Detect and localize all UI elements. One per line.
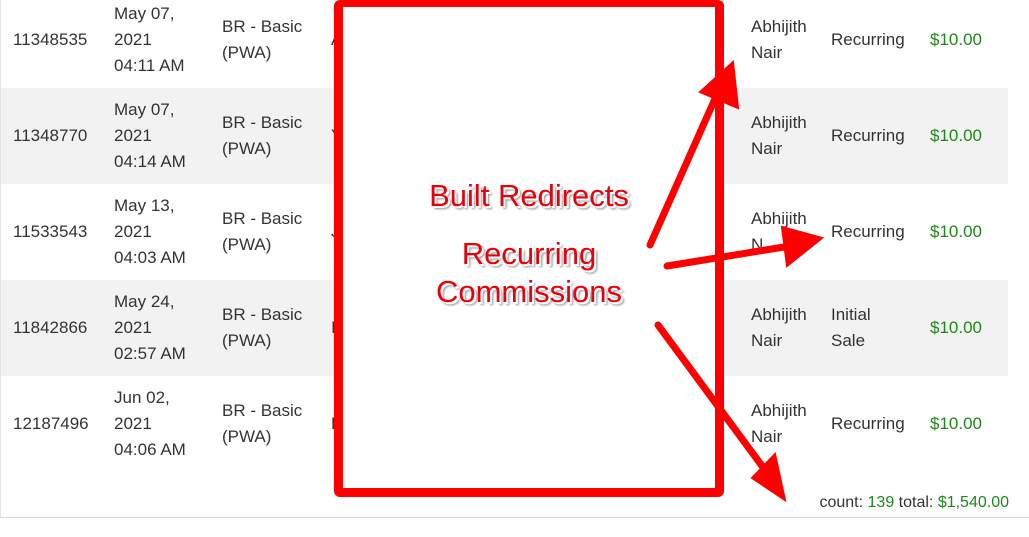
commission-type-line: Sale <box>831 331 866 350</box>
commission-type-line: Recurring <box>831 126 905 145</box>
summary-totals: count: 139 total: $1,540.00 <box>819 494 1009 512</box>
order-date-line: 02:57 AM <box>114 344 186 363</box>
commission-type: Recurring <box>831 123 905 149</box>
order-date-line: 2021 <box>114 414 152 433</box>
product-name-line: (PWA) <box>222 235 272 254</box>
product-name-line: BR - Basic <box>222 113 303 132</box>
count-label: count: <box>819 494 864 511</box>
order-id: 11348535 <box>13 30 88 49</box>
commission-amount: $10.00 <box>930 222 982 241</box>
product-name-line: (PWA) <box>222 427 272 446</box>
order-date-line: May 13, <box>114 196 175 215</box>
callout-subtitle-line2: Commissions <box>435 274 623 309</box>
affiliate-name-line: Nair <box>751 331 783 350</box>
order-date-line: May 24, <box>114 292 175 311</box>
affiliate-name-line: Abhijith <box>751 17 807 36</box>
commission-type-line: Recurring <box>831 414 905 433</box>
annotation-callout-box: Built Redirects Recurring Commissions <box>334 0 724 497</box>
commission-type: Recurring <box>831 219 905 245</box>
affiliate-name-line: Abhijith <box>751 113 807 132</box>
order-date: May 13, 2021 04:03 AM <box>114 193 186 271</box>
order-date: May 07, 2021 04:11 AM <box>114 1 185 79</box>
callout-subtitle-line1: Recurring <box>461 236 597 271</box>
commission-amount: $10.00 <box>930 30 982 49</box>
affiliate-name-line: Nair <box>751 43 783 62</box>
product-name-line: (PWA) <box>222 139 272 158</box>
order-date: Jun 02, 2021 04:06 AM <box>114 385 186 463</box>
product-name-line: BR - Basic <box>222 17 303 36</box>
product-name: BR - Basic (PWA) <box>222 302 302 354</box>
callout-subtitle: Recurring Commissions <box>343 235 715 311</box>
order-date-line: May 07, <box>114 4 175 23</box>
commission-type: Recurring <box>831 27 905 53</box>
total-value: $1,540.00 <box>937 494 1009 511</box>
product-name-line: BR - Basic <box>222 209 303 228</box>
customer-name: I <box>331 315 336 341</box>
commission-type-line: Initial <box>831 305 871 324</box>
commission-type: Recurring <box>831 411 905 437</box>
order-id: 12187496 <box>13 414 89 433</box>
order-date-line: 2021 <box>114 30 152 49</box>
commission-amount: $10.00 <box>930 318 982 337</box>
product-name-line: BR - Basic <box>222 401 303 420</box>
product-name-line: (PWA) <box>222 331 272 350</box>
commission-amount: $10.00 <box>930 126 982 145</box>
order-date: May 07, 2021 04:14 AM <box>114 97 186 175</box>
product-name: BR - Basic (PWA) <box>222 398 302 450</box>
order-id: 11842866 <box>13 318 88 337</box>
order-id: 11533543 <box>13 222 88 241</box>
affiliate-name-line: N <box>751 235 764 254</box>
product-name: BR - Basic (PWA) <box>222 110 302 162</box>
affiliate-name-line: Abhijith <box>751 401 807 420</box>
order-id: 11348770 <box>13 126 88 145</box>
order-date-line: 04:11 AM <box>114 56 185 75</box>
product-name: BR - Basic (PWA) <box>222 14 302 66</box>
total-label: total: <box>898 494 934 511</box>
order-date-line: 2021 <box>114 222 152 241</box>
affiliate-name-line: Nair <box>751 139 783 158</box>
order-date-line: 04:06 AM <box>114 440 186 459</box>
affiliate-name-line: Abhijith <box>751 305 807 324</box>
callout-title: Built Redirects <box>429 178 629 213</box>
affiliate-name-line: Abhijith <box>751 209 807 228</box>
order-date-line: May 07, <box>114 100 175 119</box>
order-date-line: 2021 <box>114 318 152 337</box>
commission-type-line: Recurring <box>831 222 905 241</box>
order-date: May 24, 2021 02:57 AM <box>114 289 186 367</box>
divider <box>0 517 1029 518</box>
order-date-line: 04:03 AM <box>114 248 186 267</box>
product-name: BR - Basic (PWA) <box>222 206 302 258</box>
order-date-line: 2021 <box>114 126 152 145</box>
count-value: 139 <box>867 494 895 511</box>
product-name-line: BR - Basic <box>222 305 303 324</box>
commission-type-line: Recurring <box>831 30 905 49</box>
product-name-line: (PWA) <box>222 43 272 62</box>
commission-amount: $10.00 <box>930 414 982 433</box>
order-date-line: 04:14 AM <box>114 152 186 171</box>
affiliate-name-line: Nair <box>751 427 783 446</box>
order-date-line: Jun 02, <box>114 388 170 407</box>
